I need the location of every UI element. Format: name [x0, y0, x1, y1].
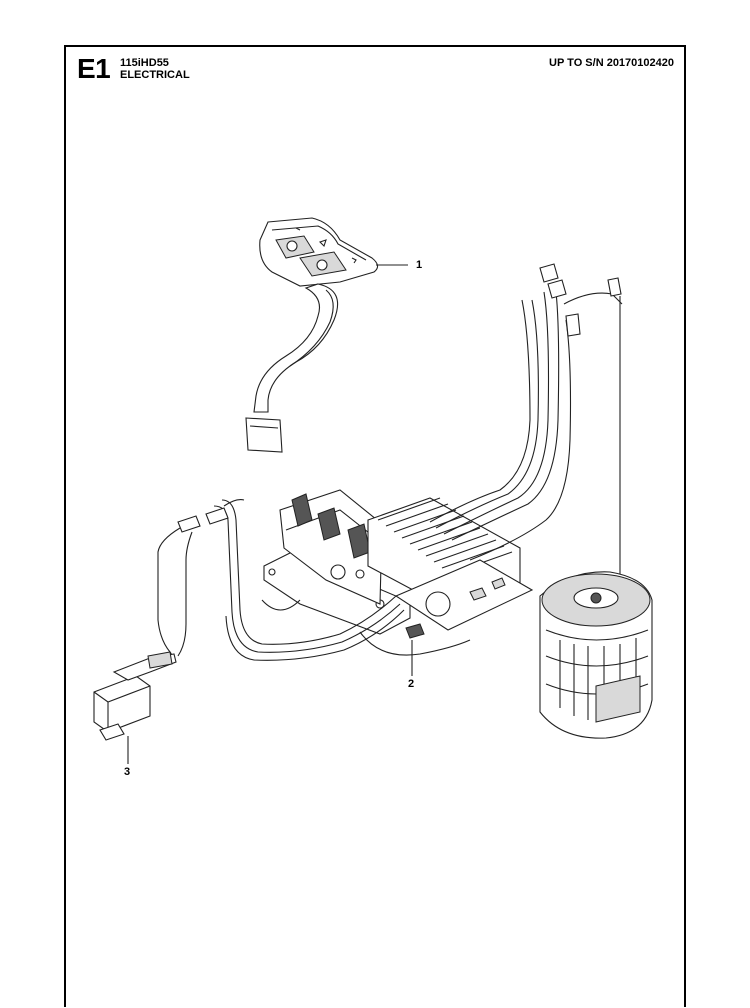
section-name: ELECTRICAL [120, 69, 190, 81]
control-board-part[interactable] [213, 263, 623, 661]
motor-assembly [539, 571, 653, 739]
keypad-part[interactable] [245, 217, 379, 453]
callout-2[interactable]: 2 [408, 678, 415, 690]
callout-1[interactable]: 1 [416, 259, 423, 271]
serial-range: UP TO S/N 20170102420 [549, 57, 674, 69]
microswitch-part[interactable] [93, 499, 245, 741]
callout-3[interactable]: 3 [124, 766, 131, 778]
callout-leaders [127, 264, 413, 764]
section-code: E1 [77, 53, 111, 84]
model-number: 115iHD55 [120, 57, 169, 69]
diagram-frame [64, 45, 686, 1007]
